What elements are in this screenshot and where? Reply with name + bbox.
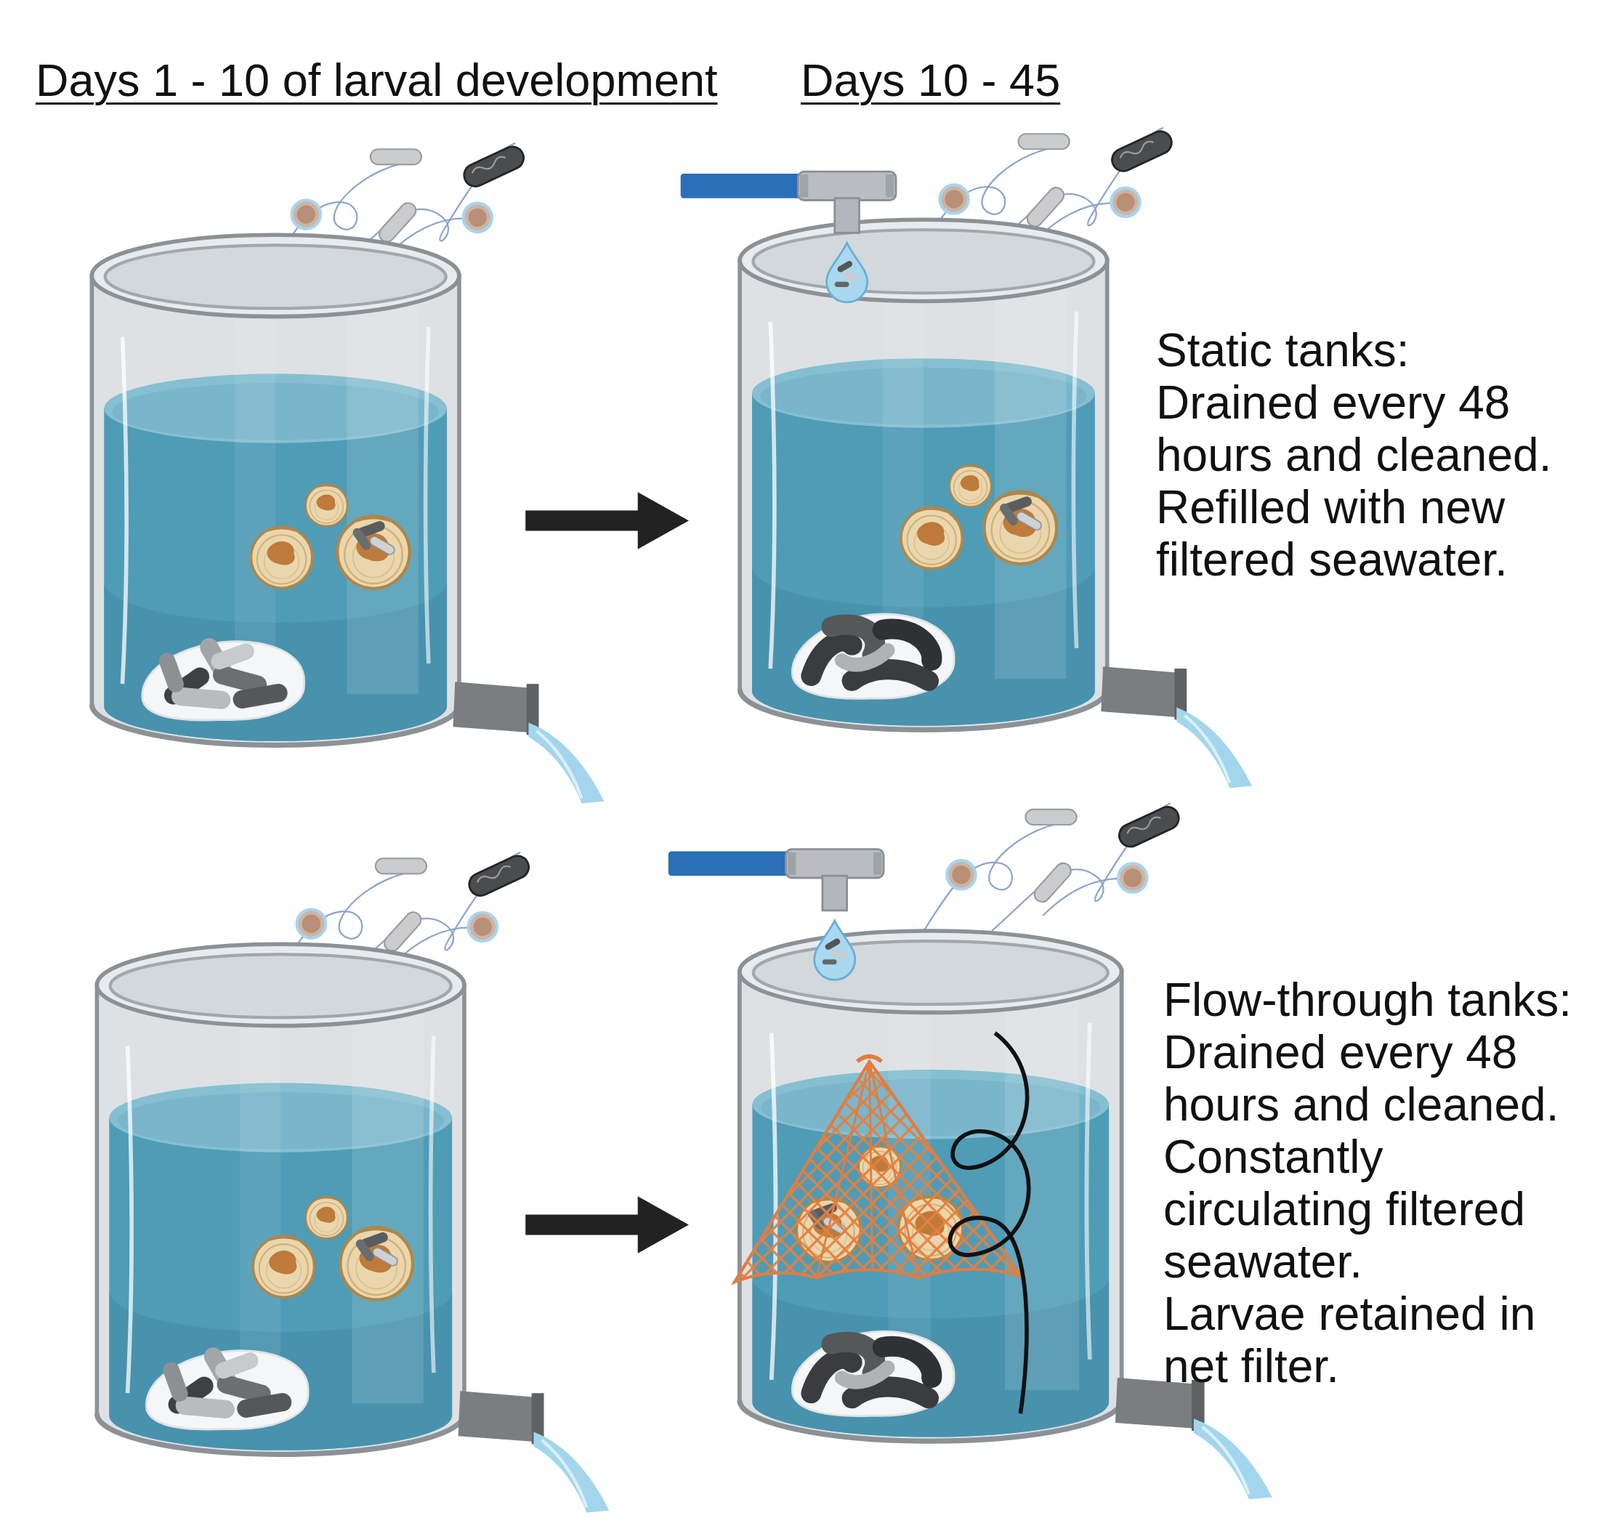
- water-tap: [680, 171, 896, 303]
- larva: [305, 484, 348, 527]
- larva: [340, 1227, 412, 1300]
- stage-heading: Days 10 - 45: [800, 53, 1237, 107]
- text-label: Days 1 - 10 of larval development: [35, 53, 763, 107]
- circulation-hose: [950, 1032, 1029, 1414]
- text-label: Static tanks:: [1156, 324, 1578, 377]
- water-tap: [668, 849, 884, 981]
- net-top: [857, 1056, 883, 1062]
- static-tank-early: [91, 143, 604, 804]
- debris-pile: [792, 613, 955, 699]
- larva: [252, 1235, 314, 1298]
- net-filter: [734, 1061, 1021, 1282]
- text-label: Days 10 - 45: [800, 53, 1237, 107]
- attached-microbes: [350, 519, 397, 556]
- larva: [337, 515, 410, 588]
- attached-microbes: [997, 494, 1043, 532]
- net-ribs: [815, 1061, 918, 1279]
- stage-heading: Days 1 - 10 of larval development: [35, 53, 763, 107]
- larva: [900, 507, 963, 569]
- text-label: Constantly circulating filtered seawater…: [1163, 1130, 1585, 1288]
- flow-tank-early: [96, 852, 609, 1513]
- transition-arrow: [525, 491, 689, 550]
- microbes: [920, 802, 1183, 936]
- larva: [984, 491, 1057, 564]
- larva: [949, 465, 992, 507]
- larva: [305, 1196, 348, 1239]
- text-label: Flow-through tanks:: [1163, 973, 1585, 1026]
- text-label: Refilled with new filtered seawater.: [1156, 481, 1578, 586]
- debris-pile: [146, 1344, 309, 1430]
- text-label: Larvae retained in net filter.: [1163, 1287, 1585, 1393]
- debris-pile: [792, 1331, 955, 1416]
- transition-arrow: [525, 1196, 689, 1254]
- debris-pile: [142, 635, 305, 721]
- tank-description: Static tanks:Drained every 48 hours and …: [1156, 324, 1578, 586]
- attached-microbes: [353, 1230, 399, 1268]
- text-label: Drained every 48 hours and cleaned.: [1163, 1025, 1585, 1131]
- text-label: Drained every 48 hours and cleaned.: [1156, 376, 1578, 482]
- tank-description: Flow-through tanks:Drained every 48 hour…: [1163, 973, 1585, 1393]
- larva: [250, 526, 312, 588]
